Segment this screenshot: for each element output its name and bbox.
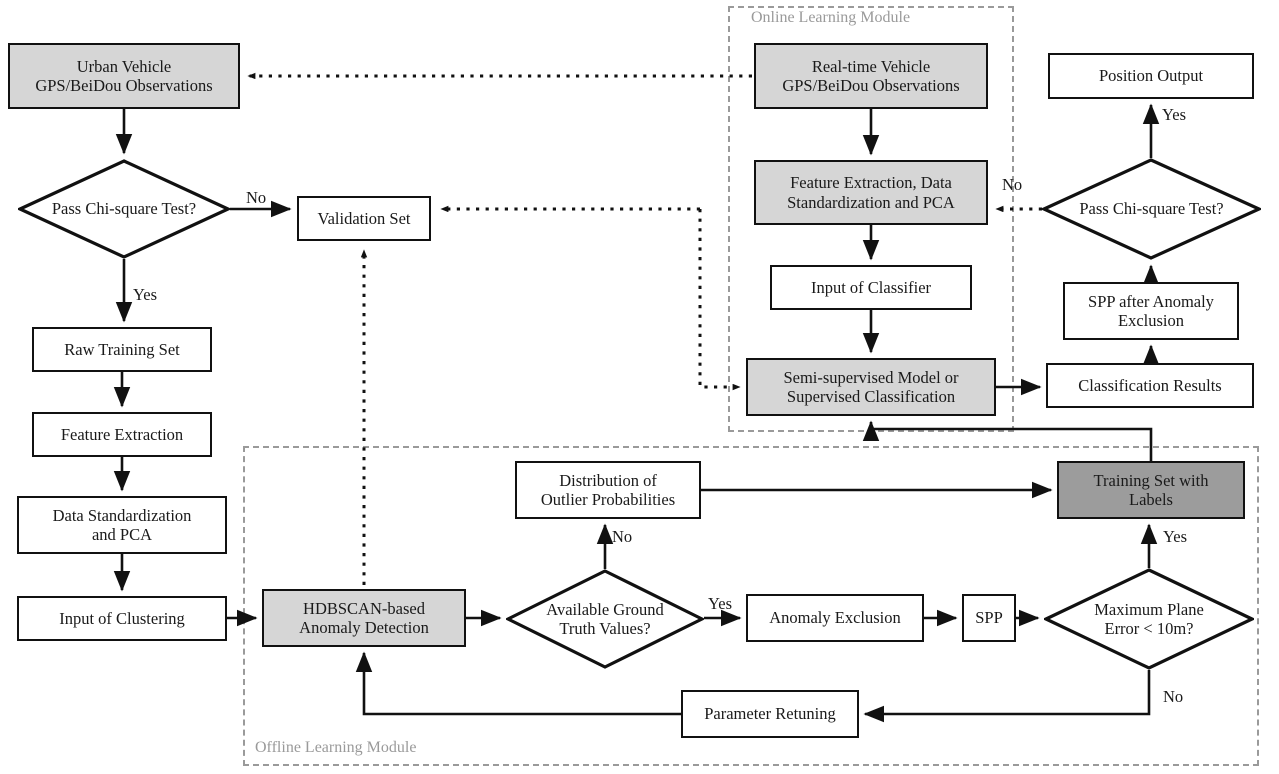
node-position-output-label: Position Output [1098, 66, 1204, 86]
node-parameter-retuning-label: Parameter Retuning [704, 704, 836, 724]
node-raw-training-set[interactable]: Raw Training Set [32, 327, 212, 372]
edge-label-no-max-plane: No [1163, 687, 1184, 706]
diamond-shape [1042, 158, 1261, 260]
node-input-of-classifier[interactable]: Input of Classifier [770, 265, 972, 310]
node-pass-chi-square-right-label: Pass Chi-square Test? [1079, 199, 1224, 219]
module-online-learning-label: Online Learning Module [748, 9, 914, 27]
node-classification-results-label: Classification Results [1078, 375, 1222, 395]
node-input-of-clustering-label: Input of Clustering [59, 608, 185, 628]
module-offline-learning-label: Offline Learning Module [252, 739, 420, 757]
node-position-output[interactable]: Position Output [1048, 53, 1254, 99]
node-anomaly-exclusion[interactable]: Anomaly Exclusion [746, 594, 924, 642]
node-feature-extraction[interactable]: Feature Extraction [32, 412, 212, 457]
edge-label-no-ground-truth: No [612, 527, 633, 546]
node-pass-chi-square-right[interactable]: Pass Chi-square Test? [1042, 158, 1261, 260]
node-classification-results[interactable]: Classification Results [1046, 363, 1254, 408]
edge-label-yes-max-plane: Yes [1163, 527, 1188, 546]
diamond-shape [1044, 568, 1254, 670]
node-pass-chi-square-left[interactable]: Pass Chi-square Test? [18, 159, 230, 259]
node-raw-training-set-label: Raw Training Set [64, 339, 180, 359]
node-input-of-classifier-label: Input of Classifier [810, 277, 932, 297]
diamond-shape [18, 159, 230, 259]
node-input-of-clustering[interactable]: Input of Clustering [17, 596, 227, 641]
diamond-shape [506, 569, 704, 669]
node-pass-chi-square-left-label: Pass Chi-square Test? [51, 199, 197, 219]
node-feature-extraction-label: Feature Extraction [60, 424, 184, 444]
module-offline-learning [243, 446, 1259, 766]
edge-label-no-left-chi: No [246, 188, 267, 207]
edge-label-no-right-chi: No [1002, 175, 1023, 194]
node-spp[interactable]: SPP [962, 594, 1016, 642]
node-parameter-retuning[interactable]: Parameter Retuning [681, 690, 859, 738]
edge-label-yes-ground-truth: Yes [708, 594, 733, 613]
node-anomaly-exclusion-label: Anomaly Exclusion [769, 608, 901, 628]
edge-label-yes-right-chi: Yes [1162, 105, 1187, 124]
edge-label-yes-left-chi: Yes [133, 285, 158, 304]
node-spp-label: SPP [975, 608, 1003, 628]
node-validation-set[interactable]: Validation Set [297, 196, 431, 241]
node-validation-set-label: Validation Set [317, 208, 411, 228]
